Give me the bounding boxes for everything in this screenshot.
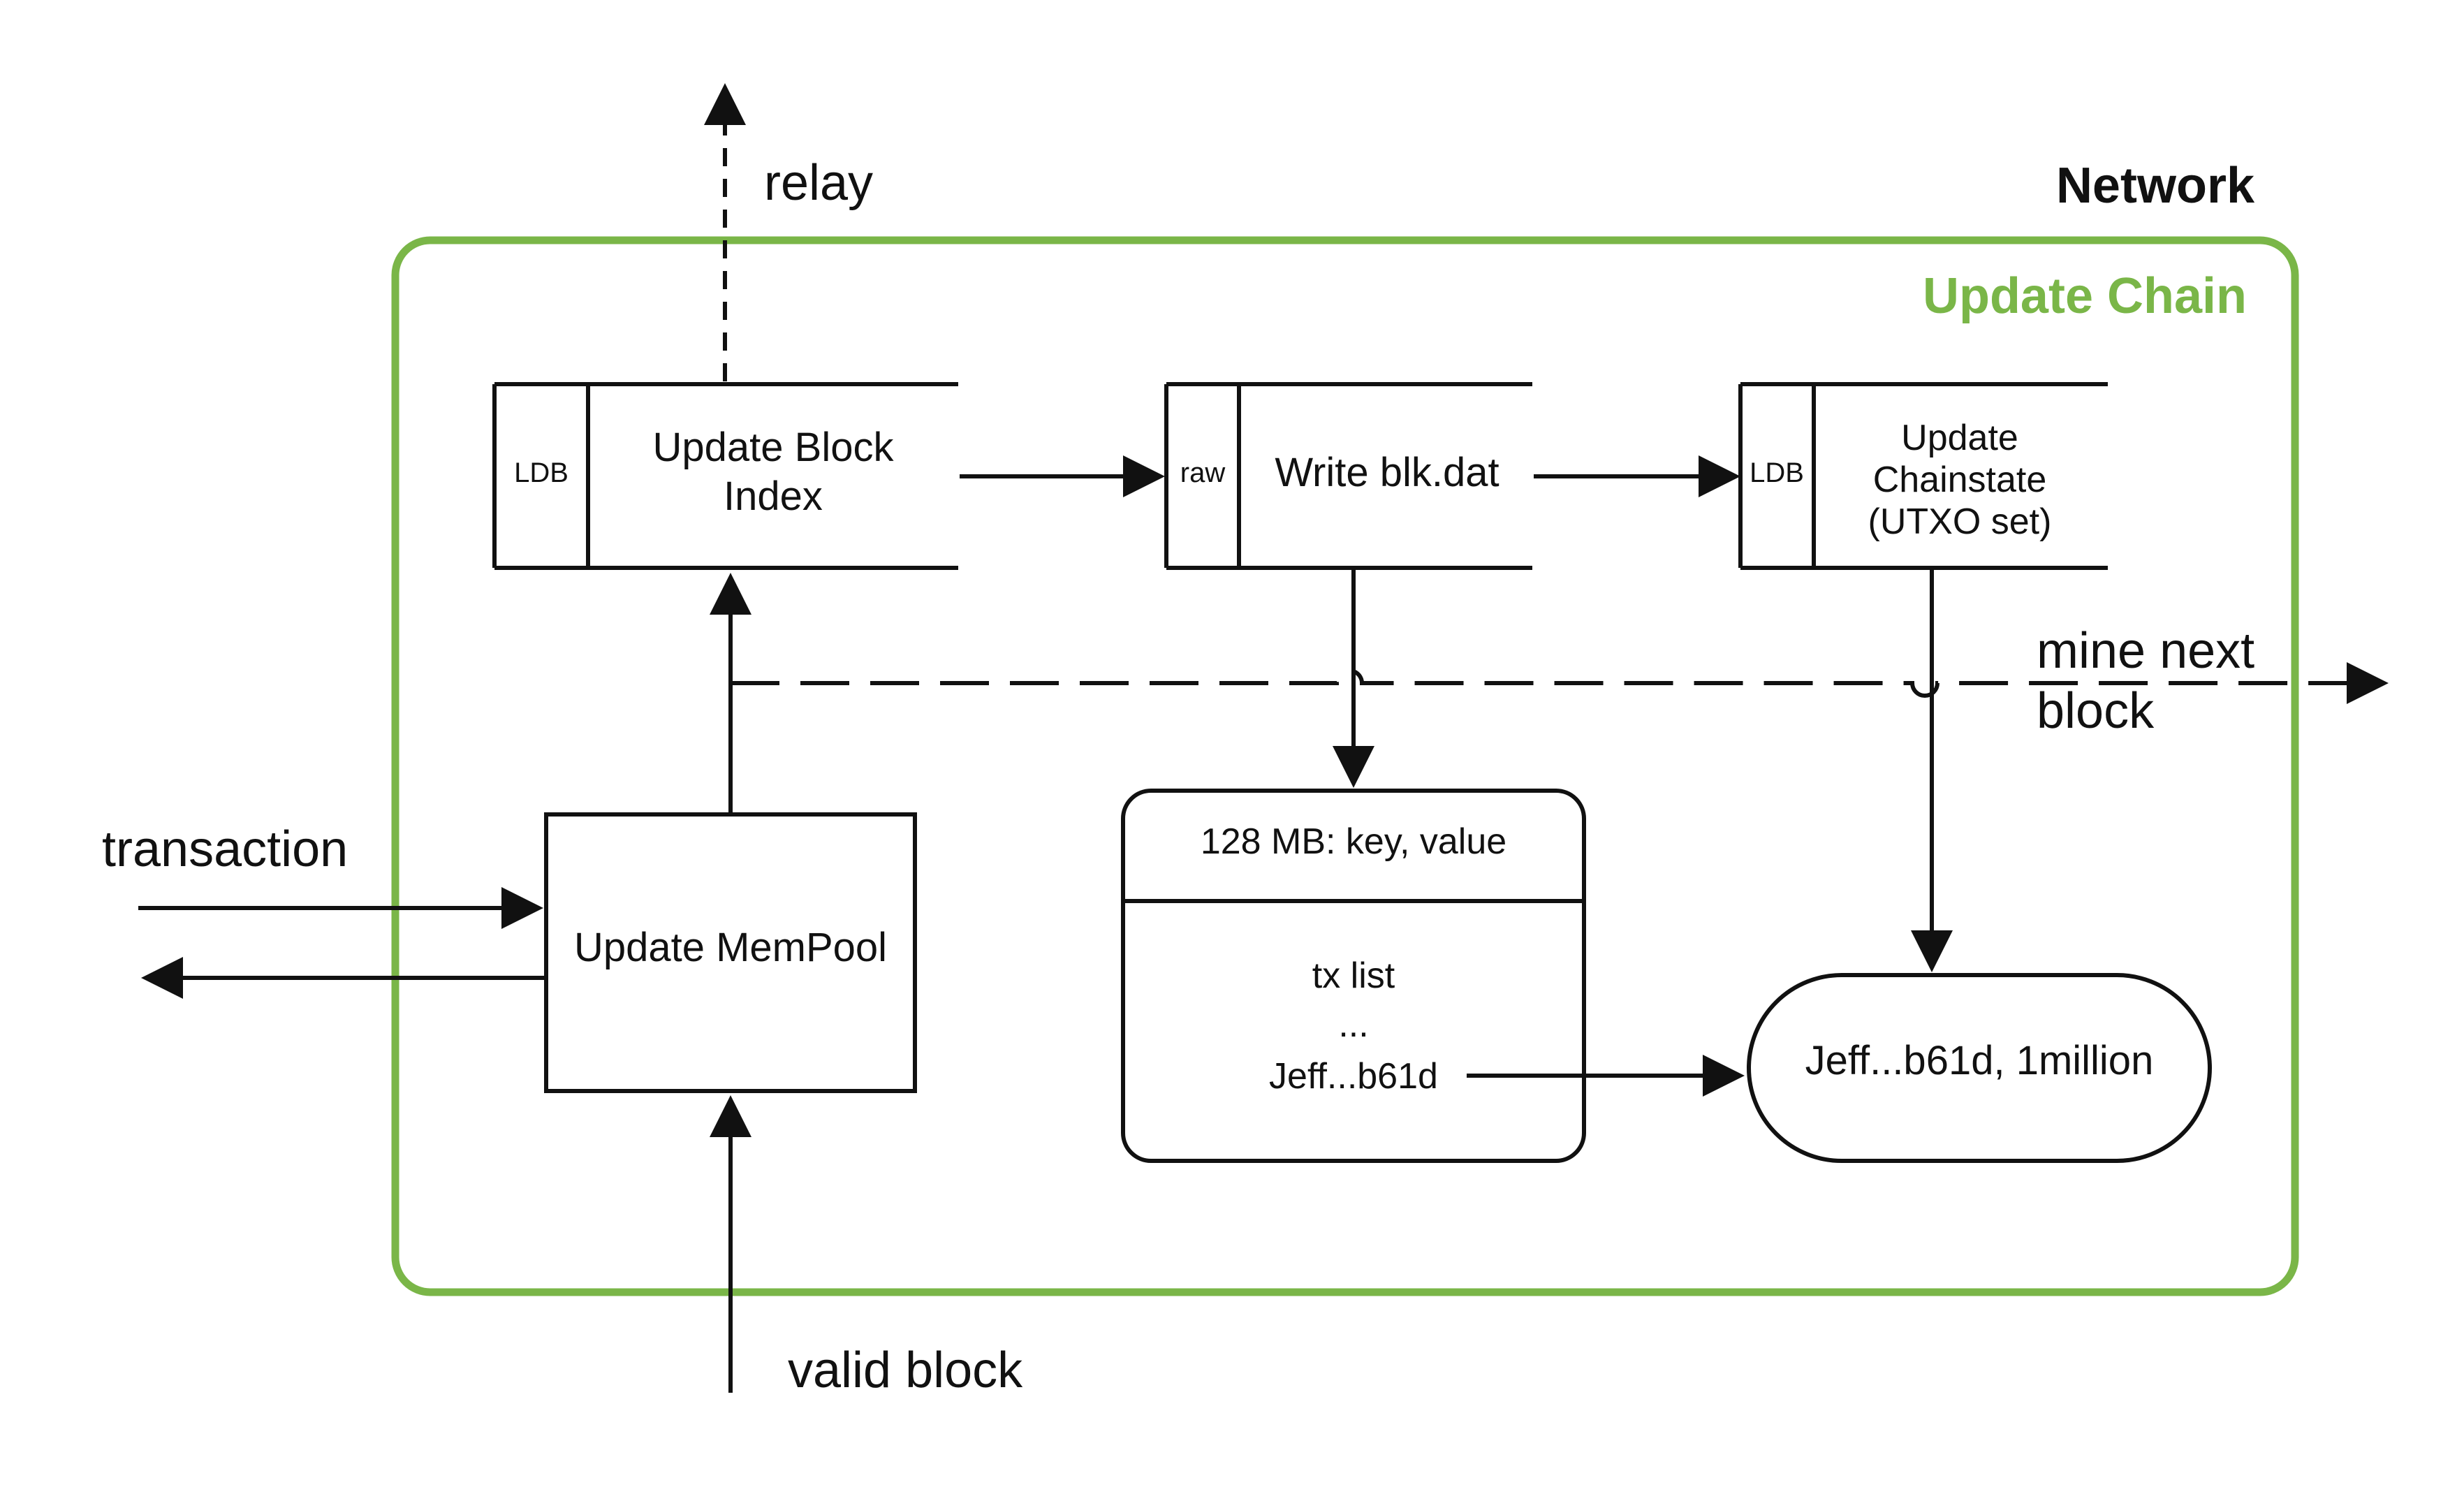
update-chain-container <box>391 236 2299 1296</box>
update-mempool-box <box>544 812 917 1093</box>
blkdat-label: Write blk.dat <box>1275 450 1499 495</box>
mine-next-label-line1: mine next <box>2037 623 2254 679</box>
block-record-box: 128 MB: key, value tx list ... Jeff...b6… <box>1121 789 1586 1163</box>
block-record-ellipsis: ... <box>1338 1004 1368 1045</box>
transaction-label: transaction <box>102 821 348 877</box>
chainstate-line1: Update <box>1901 418 2018 458</box>
mempool-label: Update MemPool <box>574 925 887 970</box>
update-chain-title: Update Chain <box>1923 268 2247 324</box>
update-block-index-store: LDB Update Block Index <box>492 382 958 570</box>
utxo-entry-label: Jeff...b61d, 1million <box>1805 1038 2154 1083</box>
chainstate-line3: (UTXO set) <box>1868 502 2052 542</box>
chainstate-tag: LDB <box>1750 457 1804 488</box>
valid-block-label: valid block <box>788 1342 1023 1398</box>
blkdat-tag: raw <box>1180 457 1226 488</box>
block-index-line2: Index <box>724 474 823 519</box>
relay-label: relay <box>764 155 873 211</box>
network-label: Network <box>2056 158 2255 214</box>
block-record-txlist: tx list <box>1312 956 1395 996</box>
chainstate-line2: Chainstate <box>1873 460 2047 500</box>
block-record-header: 128 MB: key, value <box>1201 821 1506 862</box>
block-record-tx-id: Jeff...b61d <box>1269 1056 1438 1097</box>
mine-next-label-line2: block <box>2037 683 2155 739</box>
block-index-tag: LDB <box>514 457 569 488</box>
write-blkdat-store: raw Write blk.dat <box>1164 382 1532 570</box>
block-index-line1: Update Block <box>653 425 895 470</box>
update-chainstate-store: LDB Update Chainstate (UTXO set) <box>1738 382 2108 570</box>
utxo-entry-box <box>1747 973 2212 1163</box>
